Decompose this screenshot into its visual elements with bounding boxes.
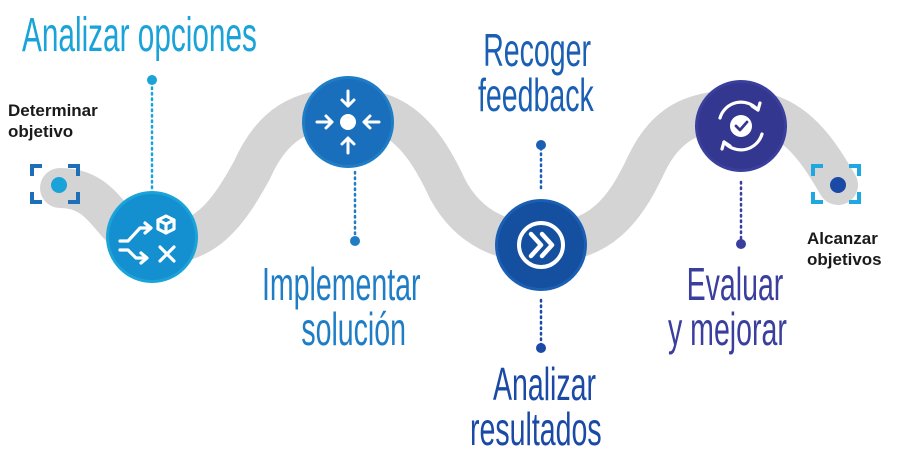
step-title-implementar-solucion: Implementar solución <box>262 258 421 355</box>
step-title-analizar-opciones: Analizar opciones <box>22 9 257 62</box>
step-implementar-solucion <box>302 76 394 168</box>
start-label: Determinar objetivo <box>8 100 98 142</box>
dot-analizar-opciones <box>147 75 157 85</box>
shuffle-cube-x-icon <box>118 214 176 265</box>
step-title-recoger-feedback: Recoger feedback <box>478 24 594 121</box>
fast-forward-icon <box>517 221 565 269</box>
start-dot <box>51 177 67 193</box>
end-label: Alcanzar objetivos <box>807 228 882 270</box>
refresh-check-icon <box>718 100 764 152</box>
step-analizar-resultados <box>495 199 587 291</box>
start-target-icon <box>30 164 80 204</box>
end-label-line1: Alcanzar <box>807 229 878 248</box>
end-dot <box>830 177 846 193</box>
step-title-evaluar-mejorar: Evaluar y mejorar <box>668 258 787 355</box>
end-target-icon <box>811 164 861 204</box>
step-analizar-opciones <box>106 191 198 283</box>
step-title-analizar-resultados: Analizar resultados <box>470 358 602 455</box>
end-label-line2: objetivos <box>807 250 882 269</box>
start-label-line2: objetivo <box>8 122 74 141</box>
dot-recoger <box>536 140 546 150</box>
dot-evaluar <box>736 239 746 249</box>
step-evaluar-mejorar <box>695 80 787 172</box>
start-label-line1: Determinar <box>8 101 98 120</box>
converge-arrows-icon <box>315 89 381 155</box>
dot-analizar-resultados <box>536 343 546 353</box>
dot-implementar <box>350 236 360 246</box>
